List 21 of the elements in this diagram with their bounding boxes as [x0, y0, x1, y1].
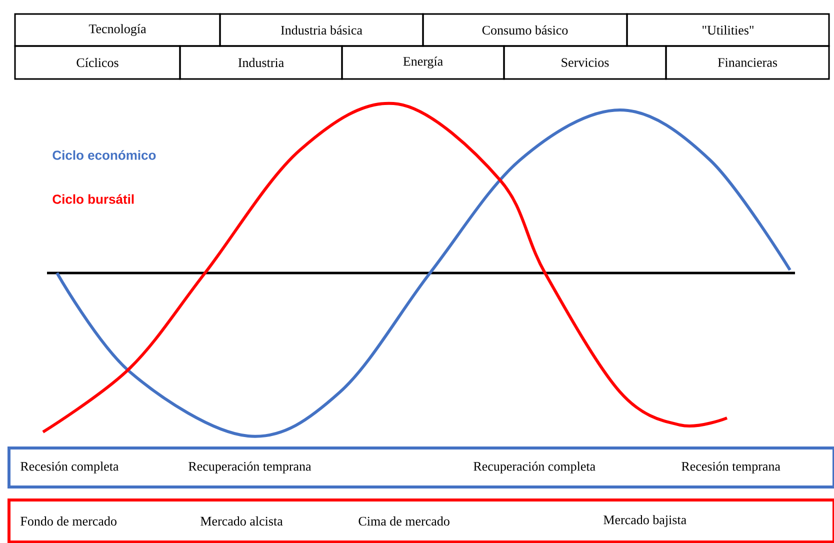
phase-label: Recesión temprana	[682, 462, 780, 474]
table-cell: Cíclicos	[14, 45, 181, 80]
table-cell: Industria básica	[219, 13, 424, 47]
table-cell: Financieras	[665, 45, 830, 80]
phase-label: Cima de mercado	[358, 516, 450, 526]
phase-label: Recuperación completa	[474, 462, 596, 474]
phase-band	[8, 446, 834, 488]
table-cell: "Utilities"	[626, 13, 830, 47]
phase-label: Mercado alcista	[200, 516, 283, 526]
phase-label: Fondo de mercado	[20, 516, 116, 526]
table-cell: Consumo básico	[422, 13, 628, 47]
legend-text: Ciclo bursátil	[52, 194, 134, 204]
table-cell: Servicios	[503, 45, 667, 80]
phase-label: Recuperación temprana	[188, 462, 312, 474]
phase-band	[8, 498, 834, 543]
phase-label: Mercado bajista	[604, 515, 686, 527]
phase-label: Recesión completa	[20, 462, 119, 474]
table-cell: Energía	[341, 45, 505, 80]
legend-text: Ciclo económico	[52, 150, 156, 160]
table-cell: Industria	[179, 45, 343, 80]
table-cell: Tecnología	[14, 13, 221, 47]
